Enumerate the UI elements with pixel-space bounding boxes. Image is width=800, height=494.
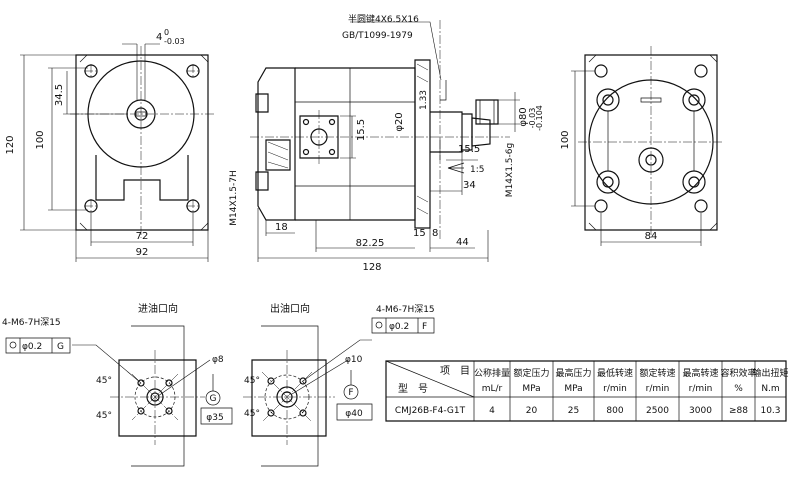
table-header-name: 额定压力: [513, 367, 549, 379]
dim-82-25: 82.25: [356, 238, 385, 249]
table-header-name: 最高转速: [682, 367, 718, 379]
dim-120: 120: [5, 135, 16, 154]
spec-table: 项 目 型 号 公称排量 mL/r 额定压力 MPa 最高压力 MPa 最低转速 r/min 额…: [385, 360, 789, 422]
table-header-unit: %: [734, 384, 743, 394]
table-cell-model: CMJ26B-F4-G1T: [395, 406, 466, 416]
inlet-hole-dia: φ8: [212, 355, 224, 365]
thread-left: M14X1.5-7H: [229, 170, 239, 225]
dim-15: 15: [413, 228, 426, 239]
dim-phi80: φ80: [518, 107, 529, 126]
table-cell: 2500: [646, 406, 669, 416]
inlet-title: 进油口向: [138, 302, 178, 315]
outlet-hole-dia: φ10: [345, 355, 363, 365]
inlet-port-view: 进油口向 45° 45° φ8 G φ35 4-M6-7H深15 φ0.2 G: [2, 302, 233, 467]
dim-phi80-tol-low: -0.104: [535, 105, 544, 131]
outlet-port-view: 出油口向 45° 45° φ10 F φ40 4-M6-7H深15 φ0.2 F: [243, 302, 435, 467]
dim-44: 44: [456, 237, 469, 248]
table-header-unit: N.m: [761, 384, 779, 394]
table-header-name: 公称排量: [474, 367, 510, 379]
inlet-tol-ref: G: [57, 342, 64, 352]
dim-34-5: 34.5: [54, 84, 65, 106]
table-header-unit: r/min: [689, 384, 713, 394]
dim-4-tol-low: -0.03: [164, 37, 185, 46]
table-cell: 4: [489, 406, 495, 416]
table-cell: 3000: [689, 406, 712, 416]
outlet-tol-ref: F: [422, 322, 427, 332]
inlet-circle-dia: φ35: [206, 413, 223, 423]
side-view: 半圆键4X6.5X16 GB/T1099-1979 128 82.25 18 4…: [229, 13, 544, 273]
inlet-angle-bottom: 45°: [96, 411, 112, 421]
dim-128: 128: [362, 262, 381, 273]
outlet-tol-value: φ0.2: [389, 322, 409, 332]
dim-15-5-vert: 15.5: [356, 119, 367, 141]
inlet-angle-top: 45°: [96, 376, 112, 386]
taper-ratio: 1:5: [470, 165, 484, 175]
dim-15-5-horiz: 15.5: [458, 144, 480, 155]
outlet-angle-top: 45°: [244, 376, 260, 386]
inlet-thread: 4-M6-7H深15: [2, 317, 61, 328]
table-header-name: 容积效率: [720, 367, 756, 379]
outlet-thread: 4-M6-7H深15: [376, 304, 435, 315]
outlet-title: 出油口向: [270, 302, 310, 315]
table-header-unit: r/min: [603, 384, 627, 394]
inlet-datum: G: [210, 394, 217, 404]
table-header-unit: MPa: [564, 384, 582, 394]
dim-100: 100: [35, 130, 46, 149]
dim-92: 92: [136, 247, 149, 258]
table-header-unit: MPa: [522, 384, 540, 394]
table-item-label: 项 目: [440, 365, 470, 377]
inlet-tol-value: φ0.2: [22, 342, 42, 352]
outlet-circle-dia: φ40: [345, 409, 363, 419]
dim-72: 72: [136, 231, 149, 242]
dim-84: 84: [645, 231, 658, 242]
dim-8: 8: [432, 228, 438, 239]
outlet-angle-bottom: 45°: [244, 409, 260, 419]
dim-4-tol-up: 0: [164, 28, 169, 37]
dim-18: 18: [275, 222, 288, 233]
dim-4: 4: [156, 32, 162, 43]
table-cell: 10.3: [760, 406, 780, 416]
outlet-datum: F: [348, 388, 353, 398]
table-cell: ≥88: [729, 406, 748, 416]
dim-100-rear: 100: [560, 130, 571, 149]
key-spec: 半圆键4X6.5X16: [348, 13, 419, 25]
table-headers: 公称排量 mL/r 额定压力 MPa 最高压力 MPa 最低转速 r/min 额定转速 r/min…: [474, 367, 789, 394]
table-header-unit: mL/r: [482, 384, 503, 394]
rear-view: 100 84: [560, 46, 724, 246]
table-header-name: 最高压力: [555, 367, 591, 379]
table-cell: 800: [606, 406, 623, 416]
table-model-label: 型 号: [398, 382, 428, 395]
table-cell: 20: [526, 406, 538, 416]
table-cell: 25: [568, 406, 579, 416]
dim-phi20: φ20: [394, 112, 405, 131]
table-rows: CMJ26B-F4-G1T 4 20 25 800 2500 3000 ≥88 10.3: [395, 406, 781, 416]
key-std: GB/T1099-1979: [342, 31, 413, 41]
table-header-name: 额定转速: [639, 367, 675, 379]
table-header-unit: r/min: [646, 384, 670, 394]
front-view: 120 100 34.5 4 0 -0.03 72 92: [5, 28, 215, 262]
table-header-name: 最低转速: [597, 367, 633, 379]
dim-34: 34: [463, 180, 476, 191]
table-header-name: 输出扭矩: [752, 367, 788, 379]
dim-phi80-tol-up: -0.03: [528, 108, 537, 129]
thread-right: M14X1.5-6g: [505, 143, 515, 197]
dim-1-33: 1.33: [419, 90, 429, 110]
